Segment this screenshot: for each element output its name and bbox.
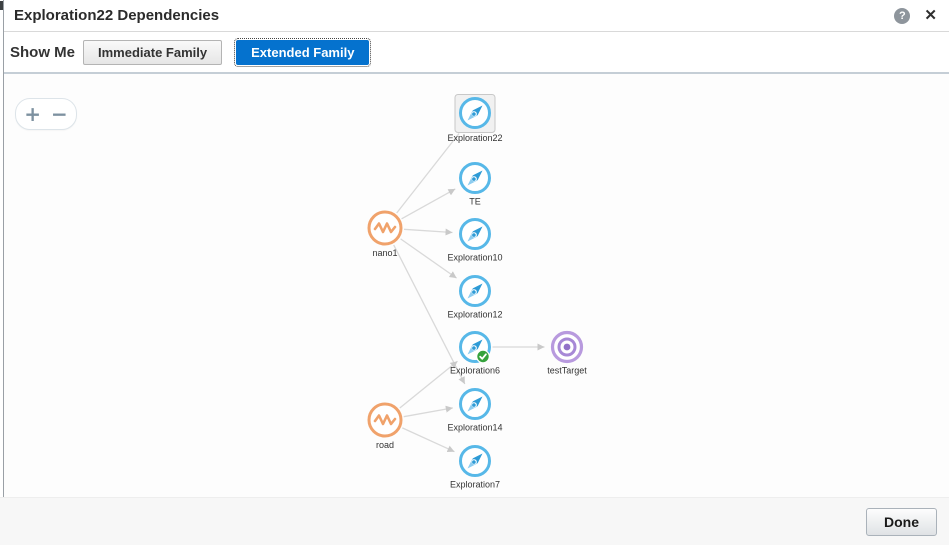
show-me-row: Show Me Immediate Family Extended Family: [0, 32, 949, 74]
graph-node-Exploration7[interactable]: Exploration7: [450, 445, 500, 490]
graph-edge-nano1-Exploration14: [393, 244, 466, 385]
graph-node-Exploration12[interactable]: Exploration12: [447, 275, 503, 320]
zoom-in-icon[interactable]: +: [24, 102, 41, 126]
graph-node-label: road: [376, 440, 394, 450]
show-me-label: Show Me: [10, 43, 76, 61]
close-icon[interactable]: ✕: [924, 6, 937, 24]
graph-node-testTarget[interactable]: testTarget: [547, 330, 587, 376]
graph-node-label: testTarget: [547, 366, 587, 376]
zoom-out-icon[interactable]: −: [51, 102, 68, 126]
graph-edge-road-Exploration14: [403, 405, 453, 418]
dialog-titlebar: Exploration22 Dependencies ? ✕: [0, 0, 949, 32]
graph-edge-nano1-TE: [401, 188, 456, 220]
graph-node-Exploration14[interactable]: Exploration14: [447, 388, 503, 433]
graph-node-Exploration10[interactable]: Exploration10: [447, 218, 503, 263]
graph-edge-road-Exploration6: [399, 360, 458, 409]
graph-edge-nano1-Exploration10: [403, 228, 453, 236]
done-button[interactable]: Done: [866, 507, 937, 536]
graph-node-label: Exploration14: [447, 423, 502, 433]
zoom-controls: + −: [15, 98, 77, 130]
graph-node-TE[interactable]: TE: [459, 162, 491, 207]
tab-immediate-family[interactable]: Immediate Family: [83, 39, 223, 65]
graph-node-label: Exploration7: [450, 480, 500, 490]
graph-edge-road-Exploration7: [402, 427, 455, 453]
graph-node-Exploration6[interactable]: Exploration6: [450, 331, 500, 376]
graph-node-label: nano1: [372, 248, 397, 258]
graph-node-label: TE: [469, 197, 481, 207]
graph-node-nano1[interactable]: nano1: [367, 210, 403, 258]
graph-node-label: Exploration22: [447, 133, 502, 143]
check-badge-icon: [476, 349, 490, 364]
graph-node-road[interactable]: road: [367, 402, 403, 450]
help-icon[interactable]: ?: [894, 7, 911, 24]
graph-node-Exploration22[interactable]: Exploration22: [447, 94, 503, 144]
graph-node-label: Exploration6: [450, 366, 500, 376]
underlying-page-text-fragment: [0, 1, 3, 10]
graph-node-label: Exploration10: [447, 253, 502, 263]
tab-extended-family[interactable]: Extended Family: [234, 37, 372, 67]
graph-edge-nano1-Exploration22: [396, 133, 460, 214]
dialog-footer: Done: [0, 497, 949, 545]
underlying-page-edge: [0, 0, 4, 497]
dialog-title: Exploration22 Dependencies: [14, 7, 220, 24]
graph-node-label: Exploration12: [447, 310, 502, 320]
graph-edge-nano1-Exploration12: [400, 238, 457, 279]
